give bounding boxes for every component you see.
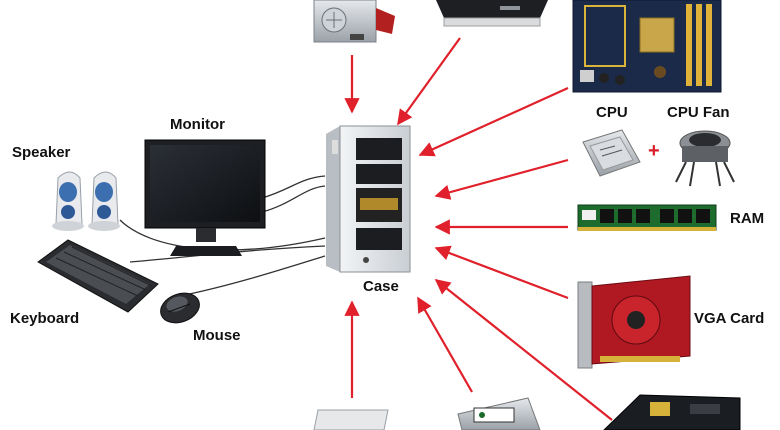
hard-disk [457, 397, 541, 430]
mouse [160, 292, 200, 324]
case [326, 125, 411, 273]
plus-sign: + [648, 140, 660, 162]
power-supply [313, 0, 395, 43]
label-cpu-fan: CPU Fan [667, 104, 730, 121]
arrows [344, 37, 613, 421]
arrow-motherboard [418, 86, 569, 157]
ram-stick [577, 204, 717, 231]
motherboard [572, 0, 722, 93]
arrow-dvd-drive [397, 37, 461, 126]
arrow-sound-card [434, 279, 613, 421]
cpu [582, 129, 641, 177]
arrow-hard-disk [417, 296, 473, 393]
speaker-left [52, 171, 84, 231]
arrow-cpu [434, 158, 569, 200]
label-case: Case [363, 278, 399, 295]
speakers [52, 171, 120, 231]
label-ram: RAM [730, 210, 765, 227]
vga-card [577, 275, 691, 369]
label-vga-card: VGA Card [694, 310, 765, 327]
arrow-vga-card [434, 245, 569, 300]
label-monitor: Monitor [170, 116, 225, 133]
monitor [144, 139, 266, 256]
keyboard [37, 239, 159, 313]
label-mouse: Mouse [193, 327, 241, 344]
floppy-drive [313, 409, 389, 430]
cpu-fan [675, 130, 735, 187]
label-keyboard: Keyboard [10, 310, 80, 327]
speaker-right [88, 171, 120, 231]
label-speaker: Speaker [12, 144, 71, 161]
label-cpu: CPU [596, 104, 628, 121]
dvd-drive [436, 0, 548, 27]
sound-card [603, 394, 741, 430]
